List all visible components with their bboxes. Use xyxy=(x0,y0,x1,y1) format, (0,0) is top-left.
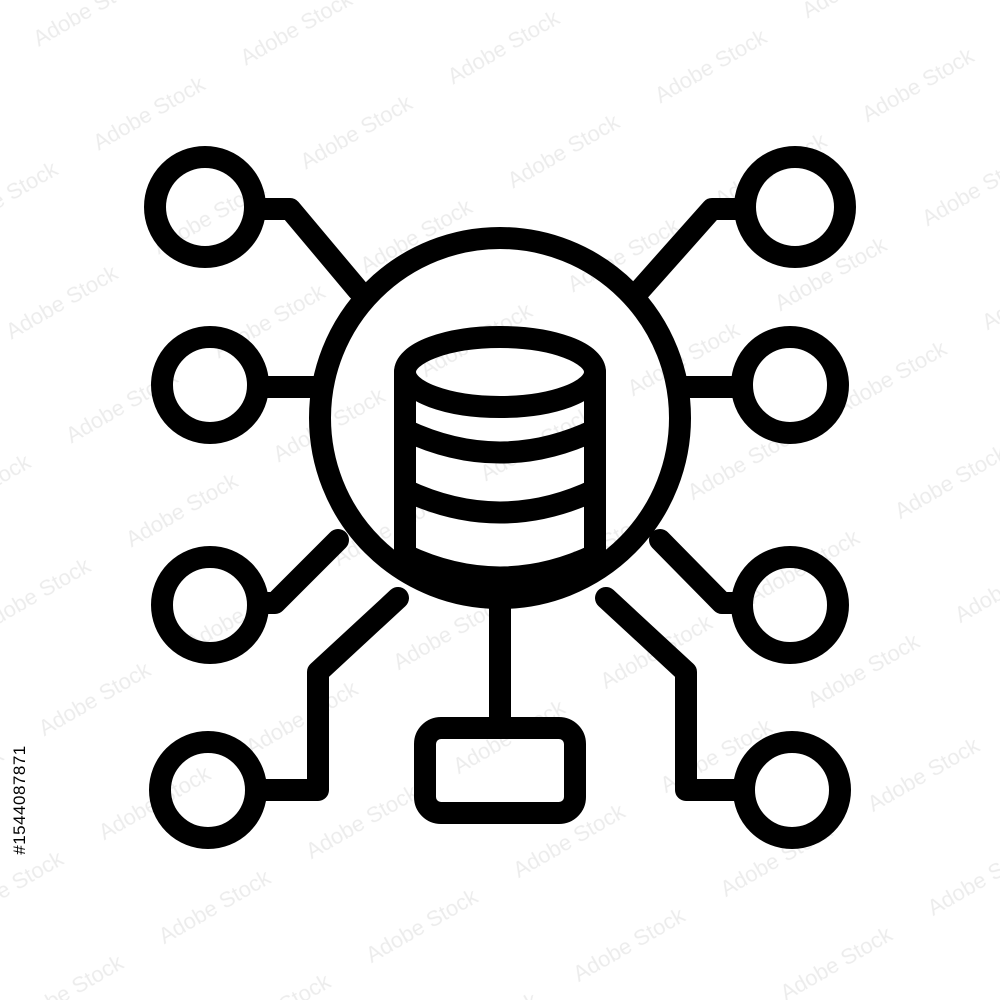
node-top-right xyxy=(629,146,856,301)
node-top-left xyxy=(144,146,369,301)
node-mid-right xyxy=(674,326,849,444)
node-bottom-right xyxy=(595,587,851,849)
node-bottom-left xyxy=(149,587,409,849)
node-lower-left xyxy=(151,529,349,664)
node-mid-left xyxy=(151,326,331,444)
node-lower-right xyxy=(649,529,849,664)
node-bottom-rectangle xyxy=(414,587,586,824)
stock-id-text: #1544087871 xyxy=(10,745,30,855)
database-cylinder-icon xyxy=(394,326,606,589)
stock-id-label: #1544087871 xyxy=(2,650,38,950)
